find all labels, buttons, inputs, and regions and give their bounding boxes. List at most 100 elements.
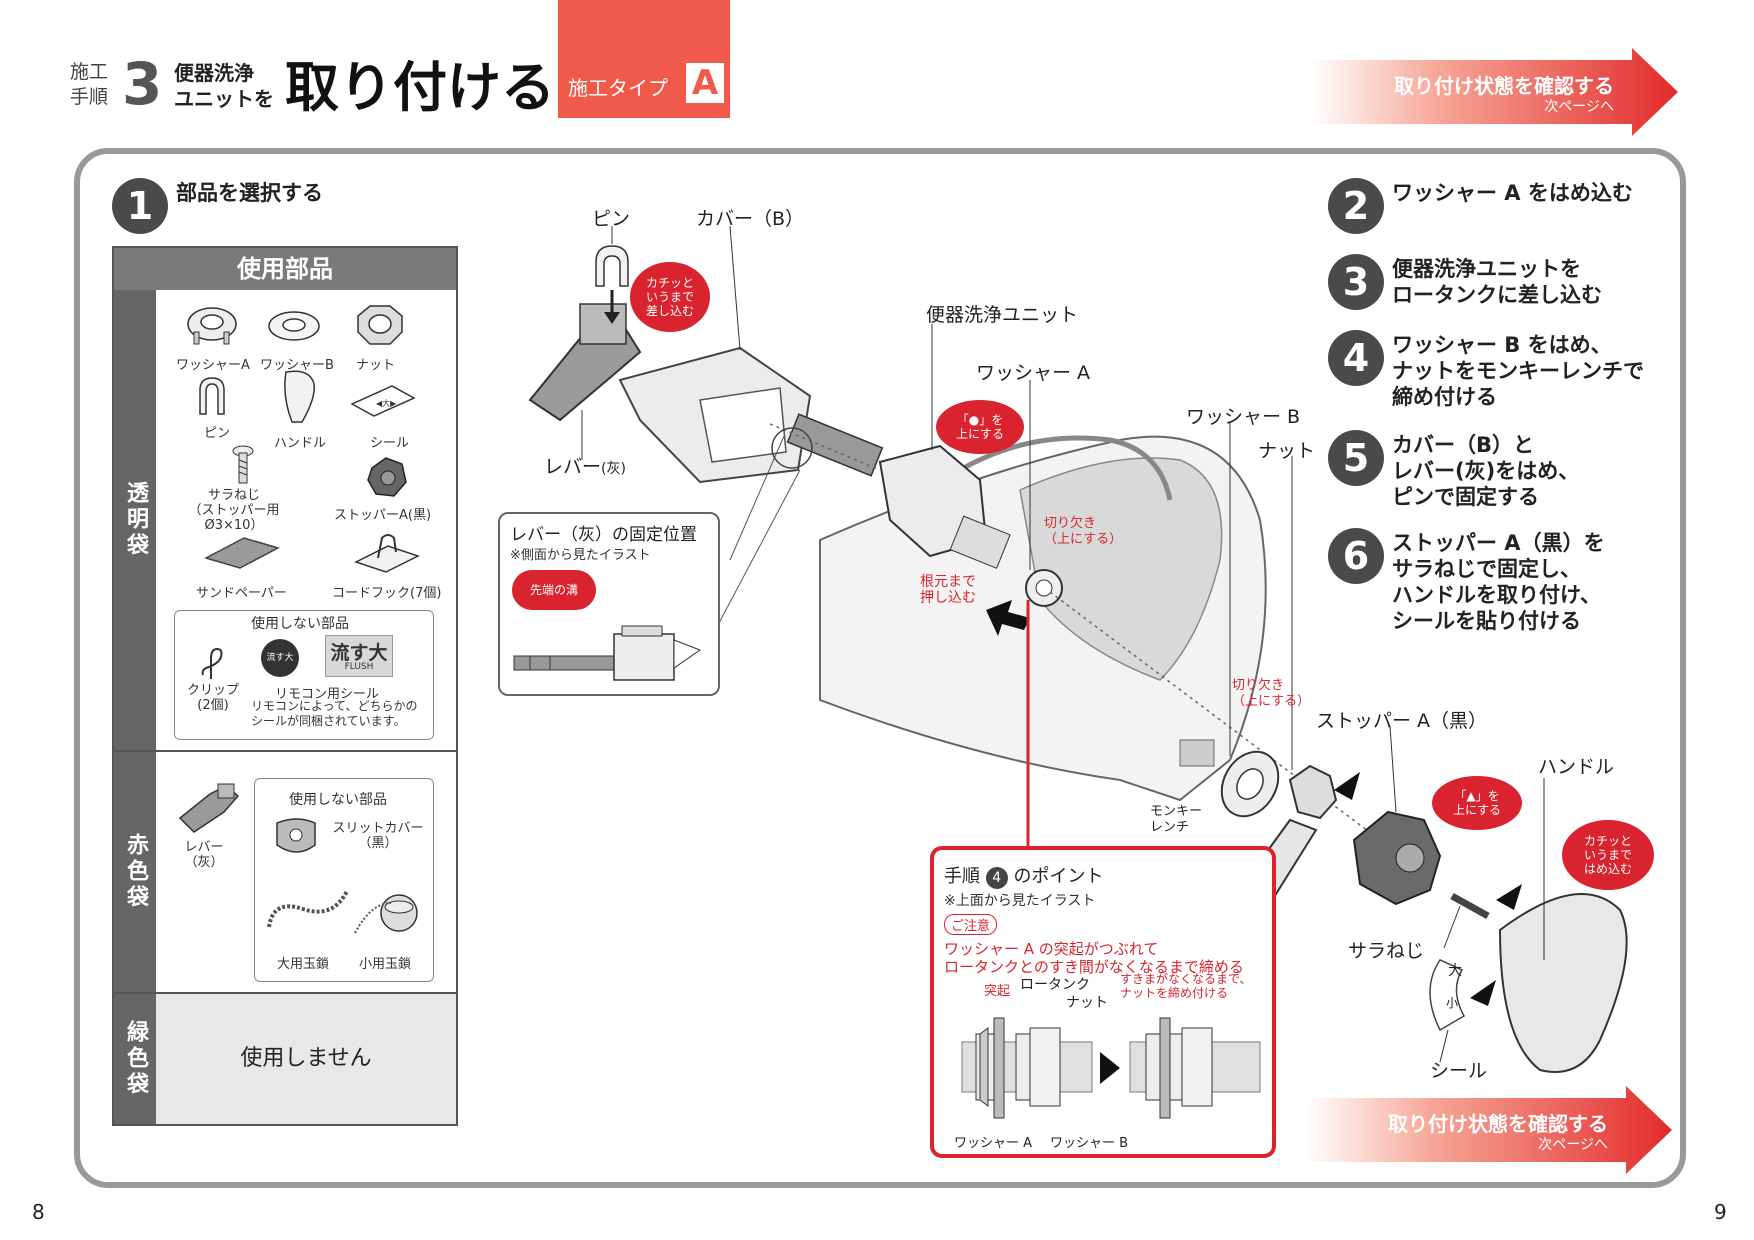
part-label-small-chain: 小用玉鎖 bbox=[359, 957, 412, 972]
washer-b-icon bbox=[268, 311, 320, 341]
label-washer-a: ワッシャー A bbox=[976, 362, 1091, 384]
step-2-number: 2 bbox=[1328, 178, 1384, 234]
bag-clear-label: 透明袋 bbox=[114, 290, 156, 750]
part-label-remote-seal: リモコン用シール bbox=[275, 687, 380, 702]
part-label-clip: クリップ (2個) bbox=[186, 683, 239, 713]
pin-shape bbox=[595, 245, 629, 287]
remote-seal-flush-text: FLUSH bbox=[344, 662, 374, 672]
next-page-banner-bottom[interactable]: 取り付け状態を確認する 次ページへ bbox=[1306, 1086, 1674, 1174]
construction-type-letter: A bbox=[686, 63, 724, 103]
point-label-nut: ナット bbox=[1066, 995, 1108, 1011]
step-5-number: 5 bbox=[1328, 430, 1384, 486]
next-page-banner-top[interactable]: 取り付け状態を確認する 次ページへ bbox=[1312, 48, 1680, 136]
handle-shape bbox=[1498, 893, 1628, 1073]
label-seal: シール bbox=[1430, 1060, 1488, 1082]
step-3-text: 便器洗浄ユニットを ロータンクに差し込む bbox=[1392, 257, 1602, 307]
inset-bubble-groove: 先端の溝 bbox=[512, 570, 596, 610]
label-notch-1: 切り欠き （上にする） bbox=[1044, 516, 1123, 547]
part-label-lever-gray: レバー （灰） bbox=[184, 840, 224, 870]
banner-arrow-shape bbox=[1306, 1086, 1672, 1174]
point-label-low-tank: ロータンク bbox=[1020, 977, 1090, 993]
point-title-pre: 手順 bbox=[944, 866, 980, 887]
banner-arrow-shape bbox=[1312, 48, 1678, 136]
tank-hole bbox=[1179, 739, 1215, 767]
cord-hook-icon bbox=[354, 534, 420, 573]
seal-icon: ◀大▶ bbox=[350, 385, 416, 417]
screw-icon bbox=[232, 445, 254, 484]
banner-main-text: 取り付け状態を確認する bbox=[1394, 74, 1614, 98]
label-lever-suffix: (灰) bbox=[601, 461, 626, 477]
bubble-click-insert: カチッと いうまで 差し込む bbox=[630, 262, 710, 332]
label-nut: ナット bbox=[1258, 440, 1316, 462]
label-pin: ピン bbox=[592, 208, 631, 230]
remote-seal-round-icon: 流す大 bbox=[261, 639, 299, 677]
label-handle: ハンドル bbox=[1538, 756, 1615, 778]
remote-seal-big-text: 流す大 bbox=[330, 642, 388, 664]
banner-sub-text: 次ページへ bbox=[1538, 1137, 1608, 1153]
label-washer-b: ワッシャー B bbox=[1186, 406, 1301, 428]
point-title-post: のポイント bbox=[1013, 866, 1104, 887]
red-unused-title: 使用しない部品 bbox=[289, 792, 387, 808]
construction-type-badge: 施工タイプ A bbox=[558, 0, 730, 118]
lever-position-inset: レバー（灰）の固定位置 ※側面から見たイラスト 先端の溝 bbox=[498, 512, 720, 696]
bag-green-label: 緑色袋 bbox=[114, 994, 156, 1124]
clear-unused-title: 使用しない部品 bbox=[251, 616, 349, 632]
small-chain-icon bbox=[354, 894, 418, 934]
step-2-text: ワッシャー A をはめ込む bbox=[1392, 181, 1633, 205]
part-label-washer-b: ワッシャーB bbox=[260, 358, 334, 373]
banner-main-text: 取り付け状態を確認する bbox=[1388, 1112, 1608, 1136]
clear-unused-parts-box: 使用しない部品 クリップ (2個) 流す大 流す大 FLUSH リモコン用シール… bbox=[174, 610, 434, 740]
washer-a-icon bbox=[187, 307, 237, 345]
part-label-large-chain: 大用玉鎖 bbox=[277, 957, 330, 972]
label-wrench: モンキー レンチ bbox=[1150, 804, 1203, 835]
header-step-label: 施工 手順 bbox=[70, 61, 109, 108]
bubble-triangle-up: 「▲」を 上にする bbox=[1432, 776, 1522, 830]
step-4-point-box: 手順 4 のポイント ※上面から見たイラスト ご注意 ワッシャー A の突起がつ… bbox=[930, 846, 1276, 1158]
sandpaper-icon bbox=[204, 537, 280, 569]
label-screw: サラねじ bbox=[1348, 940, 1425, 962]
part-label-pin: ピン bbox=[204, 426, 231, 441]
svg-text:◀大▶: ◀大▶ bbox=[376, 398, 397, 408]
part-label-cord-hook: コードフック(7個) bbox=[332, 586, 442, 601]
point-box-caution: ご注意 bbox=[944, 914, 998, 935]
green-bag-area: 使用しません bbox=[156, 994, 456, 1124]
point-label-protrusion: 突起 bbox=[984, 984, 1011, 999]
nut-shape bbox=[1288, 764, 1338, 820]
lever-gray-icon bbox=[178, 783, 240, 833]
point-box-warning: ワッシャー A の突起がつぶれて ロータンクとのすき間がなくなるまで締める bbox=[944, 940, 1244, 976]
label-push-in: 根元まで 押し込む bbox=[920, 574, 976, 606]
clip-icon bbox=[201, 647, 223, 679]
label-cover-b: カバー（B） bbox=[696, 208, 805, 230]
label-notch-2: 切り欠き （上にする） bbox=[1232, 678, 1311, 709]
part-label-nut: ナット bbox=[356, 358, 396, 373]
point-box-top-view bbox=[961, 1017, 1261, 1119]
stopper-a-icon bbox=[367, 457, 407, 497]
bubble-click-fit: カチッと いうまで はめ込む bbox=[1562, 820, 1654, 890]
step-5-text: カバー（B）と レバー(灰)をはめ、 ピンで固定する bbox=[1392, 433, 1580, 509]
point-box-title: 手順 4 のポイント bbox=[944, 862, 1103, 889]
tank-inner-shape bbox=[1019, 457, 1223, 681]
step-1-number: 1 bbox=[112, 178, 168, 234]
inset-note: ※側面から見たイラスト bbox=[510, 548, 651, 563]
page-number-right: 9 bbox=[1714, 1200, 1727, 1224]
point-box-note: ※上面から見たイラスト bbox=[944, 893, 1096, 909]
point-label-washer-b: ワッシャー B bbox=[1050, 1136, 1129, 1151]
parts-table: 使用部品 透明袋 ワッシャーA ワッシャーB ナット ピン ハンドル ◀大▶ シ… bbox=[112, 246, 458, 1126]
part-label-washer-a: ワッシャーA bbox=[176, 358, 250, 373]
label-stopper-a: ストッパー A（黒） bbox=[1316, 710, 1488, 732]
inset-title: レバー（灰）の固定位置 bbox=[510, 525, 697, 545]
large-chain-icon bbox=[267, 890, 349, 928]
label-lever-text: レバー bbox=[544, 456, 602, 478]
part-label-sandpaper: サンドペーパー bbox=[196, 586, 287, 601]
banner-sub-text: 次ページへ bbox=[1544, 99, 1614, 115]
part-label-stopper-a: ストッパーA(黒) bbox=[334, 508, 432, 523]
step-4-number: 4 bbox=[1328, 330, 1384, 386]
push-arrow bbox=[986, 600, 1030, 636]
header-step-number: 3 bbox=[122, 50, 163, 118]
handle-icon bbox=[284, 370, 315, 423]
divider bbox=[114, 992, 456, 994]
part-label-slit-cover: スリットカバー （黒） bbox=[332, 821, 424, 851]
step-4-text: ワッシャー B をはめ、 ナットをモンキーレンチで 締め付ける bbox=[1392, 333, 1644, 409]
part-label-handle: ハンドル bbox=[274, 436, 327, 451]
